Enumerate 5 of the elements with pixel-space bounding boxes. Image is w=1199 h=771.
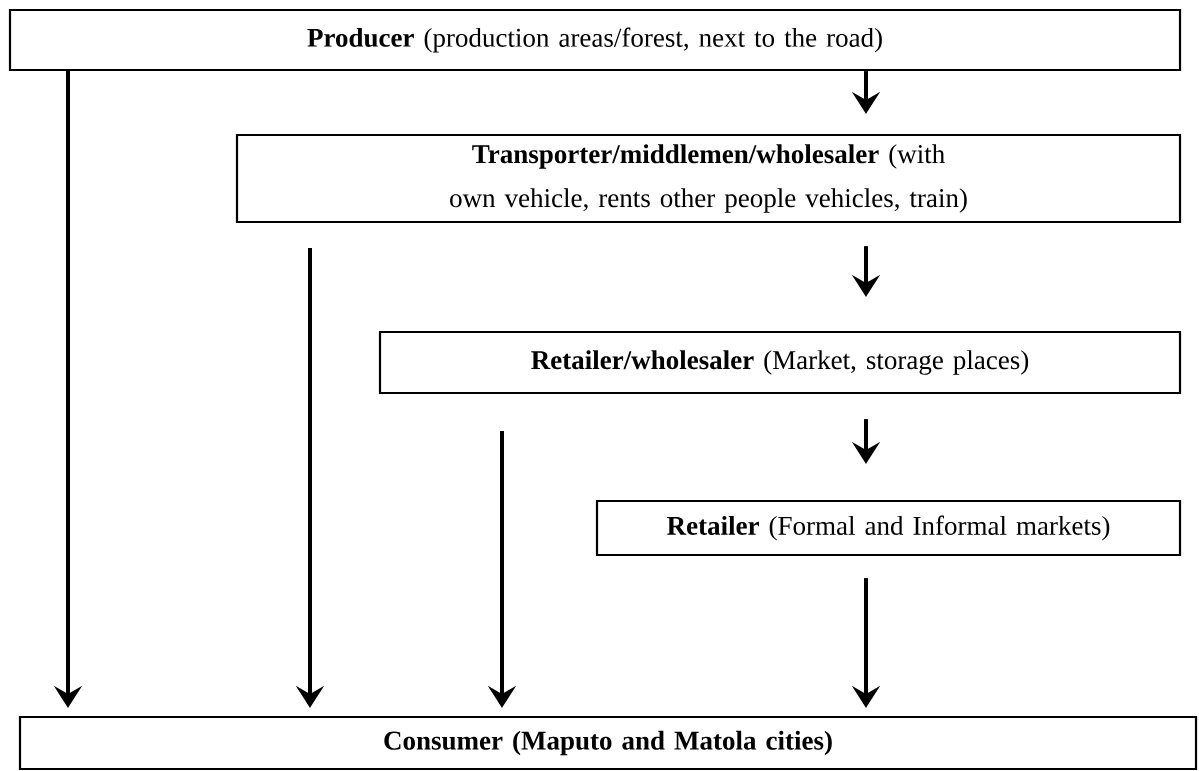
process-box: Transporter/middlemen/wholesaler (with own vehicle, rents other people vehicles, train) [235,133,1182,224]
process-box: Retailer/wholesaler (Market, storage places) [378,330,1182,395]
process-box: Retailer (Formal and Informal markets) [595,499,1182,557]
process-box: Consumer (Maputo and Matola cities) [18,715,1198,771]
process-box: Producer (production areas/forest, next to the road) [8,8,1182,72]
